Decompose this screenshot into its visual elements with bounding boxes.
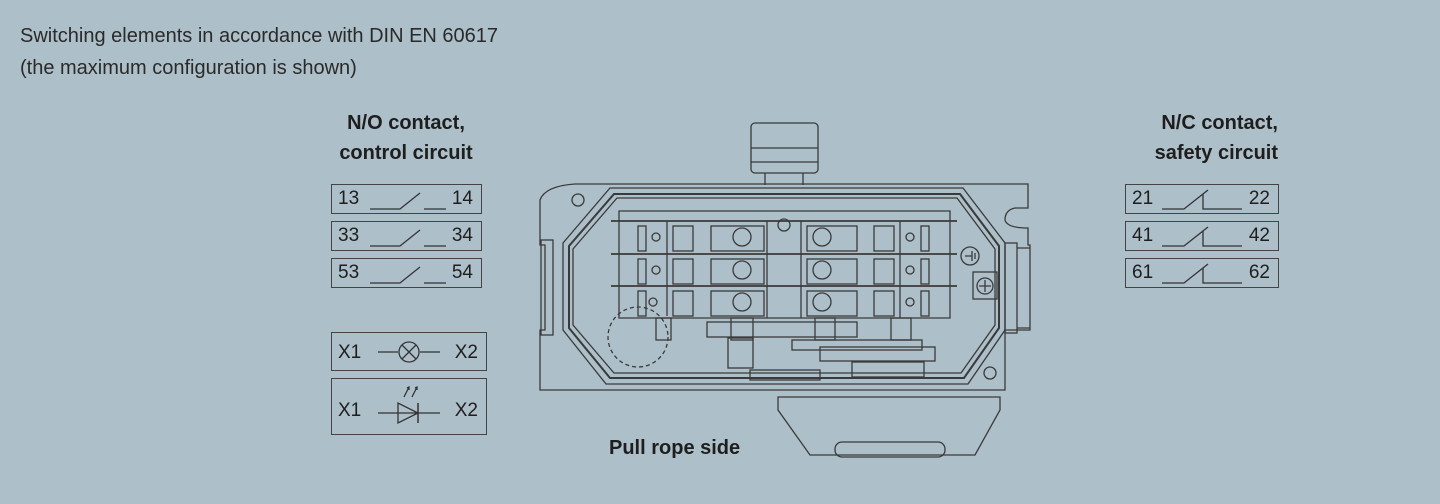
- no-contact-33-34: 33 34: [331, 221, 482, 251]
- terminal-right: 34: [451, 225, 473, 246]
- terminal-left: X1: [338, 400, 362, 421]
- title-line-2: (the maximum configuration is shown): [20, 57, 357, 79]
- nc-contact-heading: N/C contact, safety circuit: [1100, 108, 1278, 168]
- terminal-right: 54: [451, 262, 473, 283]
- no-heading-line2: control circuit: [339, 142, 473, 164]
- nc-contact-21-22: 21 22: [1125, 184, 1279, 214]
- no-contact-symbol-icon: [370, 229, 446, 247]
- terminal-right: X2: [454, 400, 478, 421]
- no-contact-53-54: 53 54: [331, 258, 482, 288]
- title-line-1: Switching elements in accordance with DI…: [20, 25, 499, 47]
- lamp-icon: [378, 341, 440, 363]
- terminal-left: 21: [1132, 188, 1154, 209]
- terminal-left: 41: [1132, 225, 1154, 246]
- terminal-left: 61: [1132, 262, 1154, 283]
- nc-contact-symbol-icon: [1162, 226, 1242, 247]
- no-contact-13-14: 13 14: [331, 184, 482, 214]
- terminal-right: X2: [454, 342, 478, 363]
- nc-contact-symbol-icon: [1162, 189, 1242, 210]
- no-contact-heading: N/O contact, control circuit: [331, 108, 481, 168]
- ground-icon: [960, 246, 980, 266]
- no-contact-symbol-icon: [370, 192, 446, 210]
- no-contact-symbol-icon: [370, 266, 446, 284]
- no-heading-line1: N/O contact,: [347, 112, 465, 134]
- terminal-screws: [637, 225, 930, 317]
- led-icon: [378, 385, 440, 425]
- terminal-left: 13: [338, 188, 360, 209]
- housing-wall-outer: [562, 187, 1006, 385]
- terminal-left: X1: [338, 342, 362, 363]
- terminal-left: 33: [338, 225, 360, 246]
- housing-outer: [539, 183, 1031, 391]
- nc-contact-symbol-icon: [1162, 263, 1242, 284]
- terminal-right: 22: [1248, 188, 1270, 209]
- pull-rope-bracket: [777, 396, 1001, 456]
- terminal-right: 62: [1248, 262, 1270, 283]
- nc-heading-line2: safety circuit: [1154, 142, 1278, 164]
- lamp-box: X1 X2: [331, 332, 487, 371]
- terminal-left: 53: [338, 262, 360, 283]
- nc-contact-41-42: 41 42: [1125, 221, 1279, 251]
- pull-rope-side-caption: Pull rope side: [609, 437, 741, 459]
- nc-heading-line1: N/C contact,: [1161, 112, 1278, 134]
- nc-contact-61-62: 61 62: [1125, 258, 1279, 288]
- terminal-right: 14: [451, 188, 473, 209]
- led-box: X1 X2: [331, 378, 487, 435]
- terminal-right: 42: [1248, 225, 1270, 246]
